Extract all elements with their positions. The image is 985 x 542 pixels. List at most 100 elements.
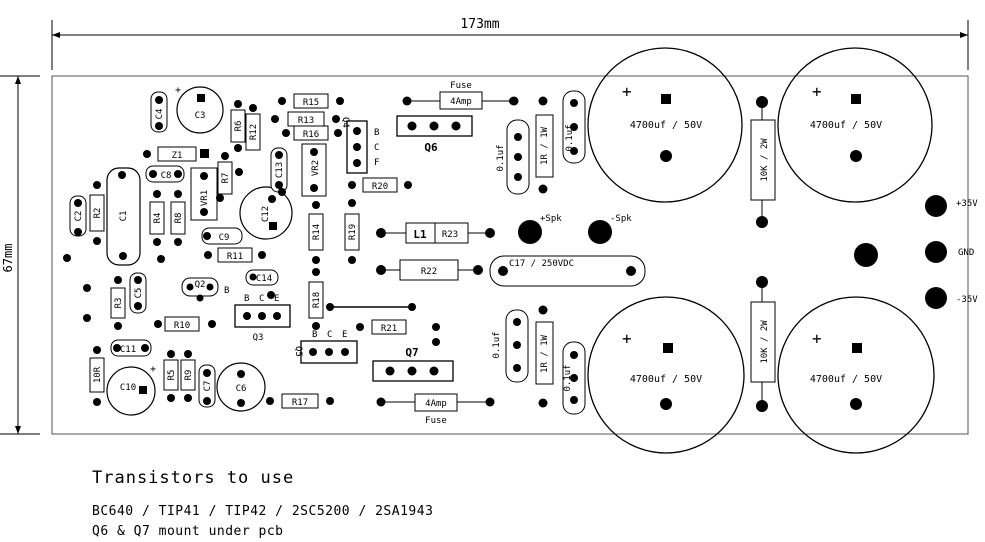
capacitor-c12: C12	[239, 186, 293, 240]
terminal-gnd: GND	[854, 241, 974, 267]
resistor-r3: R3	[110, 276, 126, 330]
resistor-r6: R6	[230, 100, 246, 152]
svg-text:C4: C4	[155, 109, 165, 120]
bulk-cap-value: 4700uf / 50V	[630, 120, 702, 131]
resistor-r16: R16	[282, 125, 342, 141]
svg-text:Z1: Z1	[172, 151, 183, 161]
inductor-l1-r23: L1 R23	[376, 222, 495, 244]
bulk-cap-value: 4700uf / 50V	[810, 120, 882, 131]
svg-text:C14: C14	[256, 274, 272, 284]
svg-text:+: +	[812, 82, 822, 101]
svg-text:F: F	[374, 158, 379, 168]
resistor-r10: R10	[154, 316, 216, 332]
svg-text:C2: C2	[74, 211, 84, 222]
capacitor-c14: C14	[245, 269, 279, 286]
svg-text:C8: C8	[161, 171, 172, 181]
svg-text:R17: R17	[292, 398, 308, 408]
svg-text:+: +	[175, 85, 181, 96]
svg-text:0.1uf: 0.1uf	[492, 331, 502, 358]
resistor-r19: R19	[344, 199, 360, 264]
capacitor-c5: C5	[129, 272, 147, 314]
svg-text:Q4: Q4	[340, 117, 350, 128]
resistor-r20: R20	[348, 177, 412, 193]
svg-text:C13: C13	[275, 162, 285, 178]
svg-text:+: +	[150, 364, 156, 375]
svg-text:-35V: -35V	[956, 295, 978, 305]
bulk-cap-bottom-right: + 4700uf / 50V	[777, 296, 935, 454]
bulk-cap-top-right: + 4700uf / 50V	[777, 47, 933, 203]
notes-line-transistors: BC640 / TIP41 / TIP42 / 2SC5200 / 2SA194…	[92, 504, 434, 519]
notes-block: Transistors to use BC640 / TIP41 / TIP42…	[92, 468, 972, 542]
svg-text:C5: C5	[134, 288, 144, 299]
svg-text:C9: C9	[219, 233, 230, 243]
svg-text:R20: R20	[372, 182, 388, 192]
jumper-wire	[326, 303, 416, 311]
resistor-r12: R12	[245, 104, 261, 151]
svg-text:L1: L1	[413, 228, 427, 241]
capacitor-c3: + C3	[175, 85, 224, 134]
capacitor-c8: C8	[145, 165, 185, 183]
transistor-q7: Q7	[372, 346, 454, 382]
svg-text:C6: C6	[236, 384, 247, 394]
resistor-r14: R14	[308, 201, 324, 264]
power-resistor-label: 10K / 2W	[760, 320, 770, 364]
capacitor-c6: C6	[216, 362, 266, 412]
capacitor-c9: C9	[201, 227, 243, 245]
svg-text:C: C	[374, 143, 379, 153]
svg-text:R13: R13	[298, 116, 314, 126]
svg-text:+Spk: +Spk	[540, 214, 562, 224]
svg-text:R5: R5	[167, 370, 177, 381]
capacitor-c2: C2	[69, 195, 87, 237]
resistor-r13: R13	[271, 111, 340, 127]
capacitor-c17: C17 / 250VDC	[489, 255, 646, 287]
svg-text:E: E	[342, 330, 347, 340]
terminal-plus-spk: +Spk	[518, 214, 562, 244]
bulk-cap-bottom-left: + 4700uf / 50V	[587, 296, 745, 454]
terminal-plus-35v: +35V	[925, 195, 978, 217]
svg-text:C1: C1	[119, 211, 129, 222]
svg-text:+: +	[622, 82, 632, 101]
svg-text:R16: R16	[303, 130, 319, 140]
resistor-vr2: VR2	[301, 143, 327, 197]
svg-text:0.1uf: 0.1uf	[496, 144, 506, 171]
svg-text:R19: R19	[348, 224, 358, 240]
svg-text:B: B	[224, 286, 229, 296]
svg-text:R11: R11	[227, 252, 243, 262]
svg-text:R23: R23	[442, 230, 458, 240]
bulk-cap-top-left: + 4700uf / 50V	[587, 47, 743, 203]
resistor-r7: R7	[217, 152, 233, 195]
svg-text:B: B	[374, 128, 379, 138]
svg-text:R15: R15	[303, 98, 319, 108]
width-label: 173mm	[460, 17, 499, 32]
fuse-bottom: 4Amp Fuse	[376, 393, 495, 426]
capacitor-c11: C11	[110, 339, 152, 357]
svg-text:Q2: Q2	[195, 280, 206, 290]
bulk-cap-value: 4700uf / 50V	[630, 374, 702, 385]
svg-text:R12: R12	[249, 124, 259, 140]
loose-pads	[63, 97, 517, 346]
svg-text:1R / 1W: 1R / 1W	[540, 334, 550, 373]
power-resistor-top: 10K / 2W	[750, 96, 776, 228]
svg-text:-Spk: -Spk	[610, 214, 632, 224]
capacitor-c13: C13	[270, 147, 288, 193]
svg-text:R18: R18	[312, 292, 322, 308]
svg-text:Q3: Q3	[253, 333, 264, 343]
resistor-vr1: VR1	[190, 167, 218, 221]
svg-text:C3: C3	[195, 111, 206, 121]
svg-text:4Amp: 4Amp	[450, 97, 472, 107]
svg-text:B: B	[312, 330, 317, 340]
svg-text:VR1: VR1	[200, 190, 210, 206]
svg-text:R10: R10	[174, 321, 190, 331]
svg-text:Q5: Q5	[293, 346, 303, 357]
svg-text:C12: C12	[261, 206, 271, 222]
svg-text:VR2: VR2	[311, 160, 321, 176]
notes-heading: Transistors to use	[92, 468, 295, 488]
transistor-q5: Q5 B C E	[293, 330, 358, 364]
power-resistor-bottom: 10K / 2W	[750, 276, 776, 412]
height-label: 67mm	[1, 244, 15, 273]
svg-text:Fuse: Fuse	[425, 416, 447, 426]
svg-text:+: +	[622, 329, 632, 348]
capacitor-c10: + C10	[106, 364, 156, 416]
capacitor-c4: C4	[150, 91, 168, 133]
